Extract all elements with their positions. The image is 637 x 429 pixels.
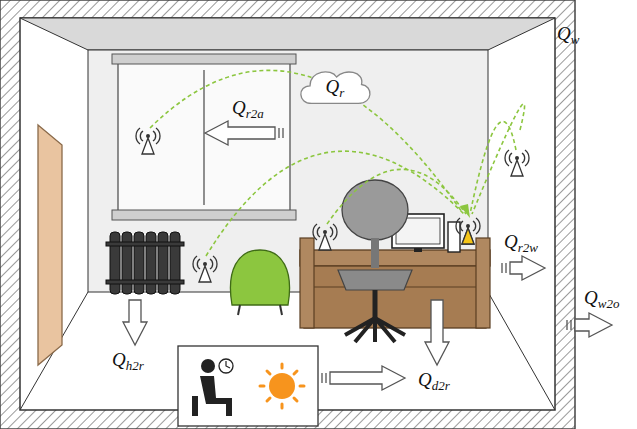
cloud-node: Qr — [296, 66, 374, 110]
heat-flow-label: Qw — [557, 24, 579, 46]
heat-flow-label: Qw2o — [584, 288, 619, 310]
heat-flow-label: Qr — [326, 77, 345, 99]
heat-flow-label: Qr2w — [504, 232, 538, 254]
heat-flow-label: Qr2a — [232, 98, 264, 120]
heat-flow-label: Qh2r — [112, 350, 144, 372]
heat-flow-label: Qd2r — [418, 370, 450, 392]
